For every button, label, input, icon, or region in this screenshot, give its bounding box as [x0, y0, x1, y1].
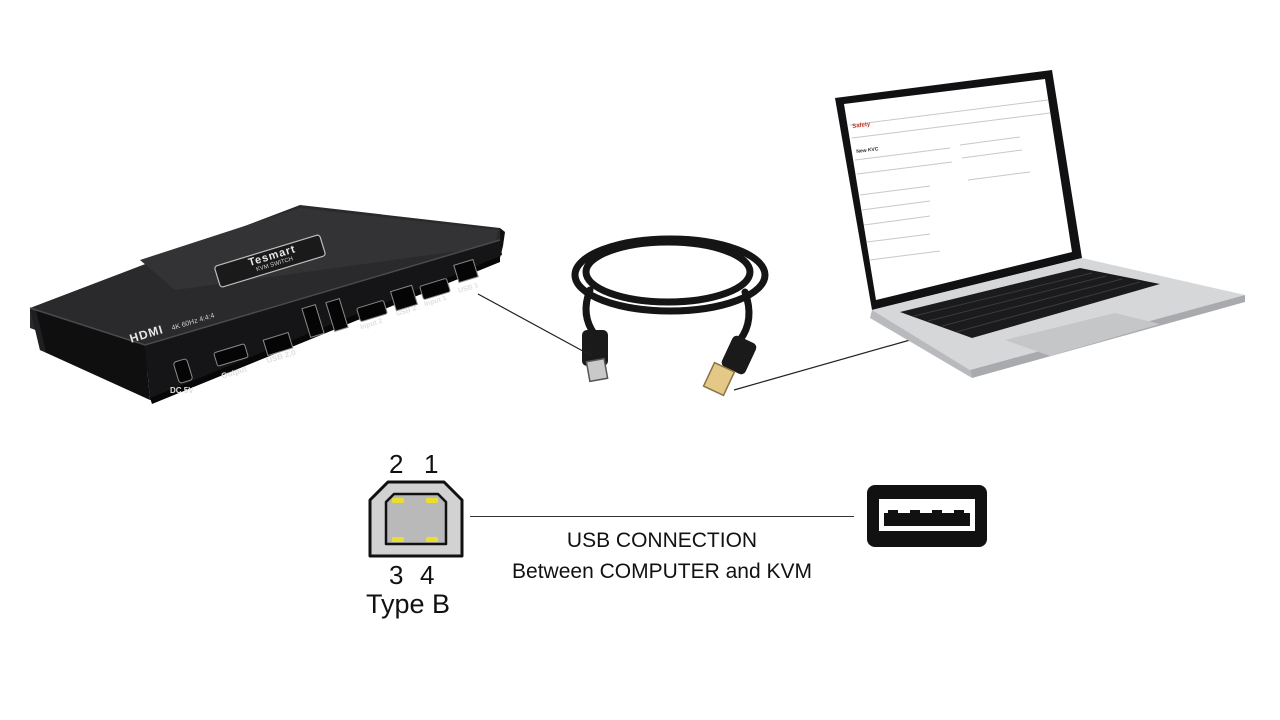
- laptop: [830, 70, 1250, 390]
- pin-label-1: 1: [424, 449, 439, 479]
- pin-label-2: 2: [389, 449, 404, 479]
- screen-logo-text: Safety: [852, 121, 871, 130]
- screen-title-text: New KVC: [856, 146, 879, 155]
- port-label-dc: DC 5V: [170, 386, 194, 395]
- connection-caption-line2: Between COMPUTER and KVM: [512, 560, 812, 583]
- pin-label-3: 3: [389, 560, 404, 590]
- laptop-screen-logo: Safety: [851, 113, 871, 133]
- laptop-screen-title: New KVC: [855, 137, 879, 158]
- connection-caption-line1: USB CONNECTION: [566, 529, 758, 552]
- type-b-connector-icon: [368, 480, 464, 558]
- kvm-switch: [0, 0, 520, 420]
- type-a-connector-icon: [866, 484, 988, 548]
- usb-cable: [540, 220, 800, 410]
- type-b-label: Type B: [366, 589, 451, 619]
- pin-label-4: 4: [420, 560, 435, 590]
- connection-line: [470, 516, 854, 517]
